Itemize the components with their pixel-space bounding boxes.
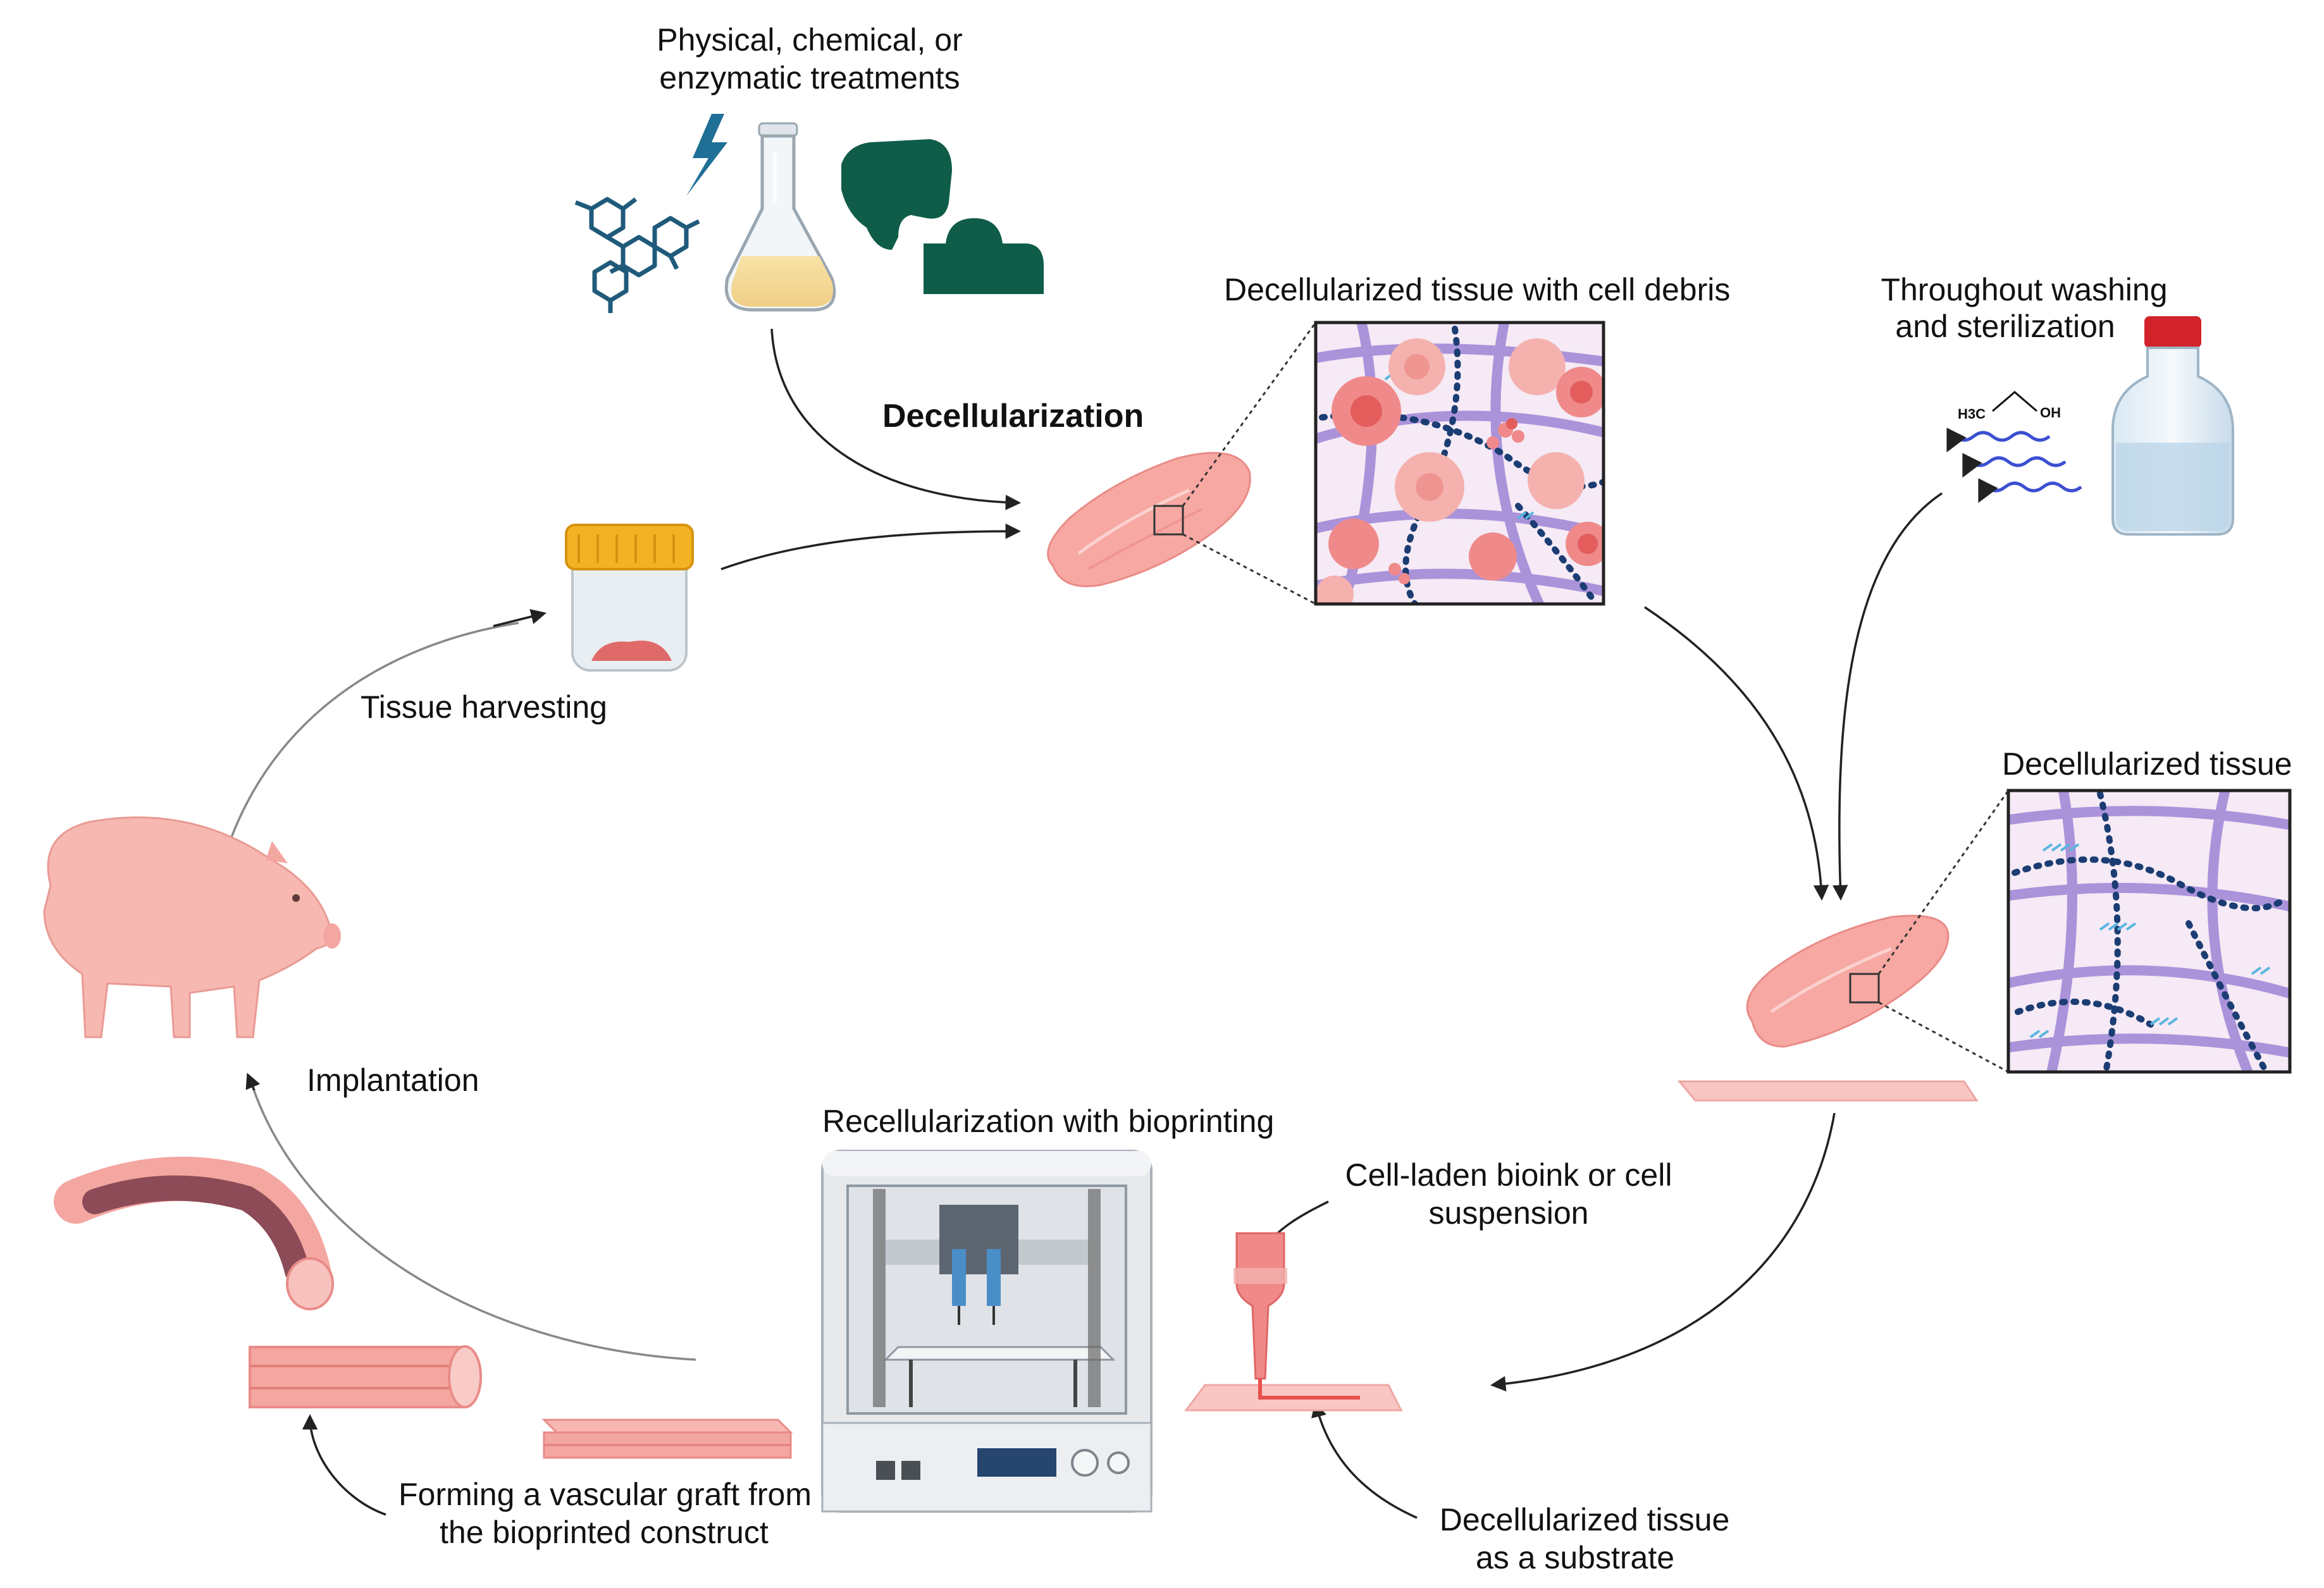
arrow-treatments-to-tissue [770,328,1022,510]
wave-arrows-icon [1946,428,2082,503]
decellularization-label: Decellularization [882,398,1144,434]
blood-vessel-icon [54,1157,334,1310]
debris-micrograph [1314,321,1605,606]
washing-label-line2: and sterilization [1895,309,2115,344]
molecule-icon [574,197,700,313]
specimen-jar-icon [565,524,694,672]
arrows [226,328,1943,1519]
bioprinted-construct [541,1419,793,1459]
arrow-tip-implant [245,1073,261,1091]
clean-micrograph [2006,789,2292,1074]
flask-icon [724,122,836,312]
treatments-label-line2: enzymatic treatments [659,60,960,95]
arrow-tip-jar [493,609,547,627]
ethanol-left: H3C [1958,406,1986,422]
substrate-plate [1184,1379,1403,1412]
tissue-harvesting-label: Tissue harvesting [361,689,607,725]
decellularized-tissue-label: Decellularized tissue [2002,746,2292,782]
ethanol-formula: H3C OH [1958,391,2061,422]
graft-label-line1: Forming a vascular graft from [399,1477,812,1512]
arrow-printer-to-implant [252,1087,696,1361]
washing-label-line1: Throughout washing [1881,272,2167,307]
enzyme-icon [841,139,1044,294]
arrow-graft-label-to-tube [302,1413,386,1516]
arrow-clean-to-substrate [1490,1112,1836,1392]
arrow-substrate-label-to-substrate [1311,1401,1418,1519]
substrate-label-line1: Decellularized tissue [1440,1502,1730,1537]
zoom-line [1182,533,1316,605]
arrow-pig-to-jar [226,622,519,848]
graft-label-line2: the bioprinted construct [440,1515,769,1550]
tissue-sample [1047,452,1251,588]
treatments-label-line1: Physical, chemical, or [657,22,963,58]
ethanol-right: OH [2040,405,2061,421]
pig-icon [43,816,341,1038]
bioink-label-line2: suspension [1429,1195,1589,1231]
arrow-debris-to-clean [1644,606,1829,901]
lightning-bolt-icon [686,114,727,196]
tissue-debris-label: Decellularized tissue with cell debris [1224,272,1730,307]
bottle-icon [2111,316,2234,536]
vascular-graft-tube [249,1345,482,1408]
tissue-sample-clean [1677,914,1979,1102]
recellularization-label: Recellularization with bioprinting [822,1104,1274,1139]
zoom-line [1878,1001,2009,1073]
arrow-jar-to-tissue [720,523,1022,570]
arrow-washing-to-clean [1833,492,1943,901]
bioink-label-line1: Cell-laden bioink or cell [1345,1157,1672,1193]
bioprinter-icon [821,1150,1153,1513]
substrate-label-line2: as a substrate [1476,1540,1674,1575]
implantation-label: Implantation [307,1062,479,1098]
nozzle-icon [1233,1232,1287,1380]
